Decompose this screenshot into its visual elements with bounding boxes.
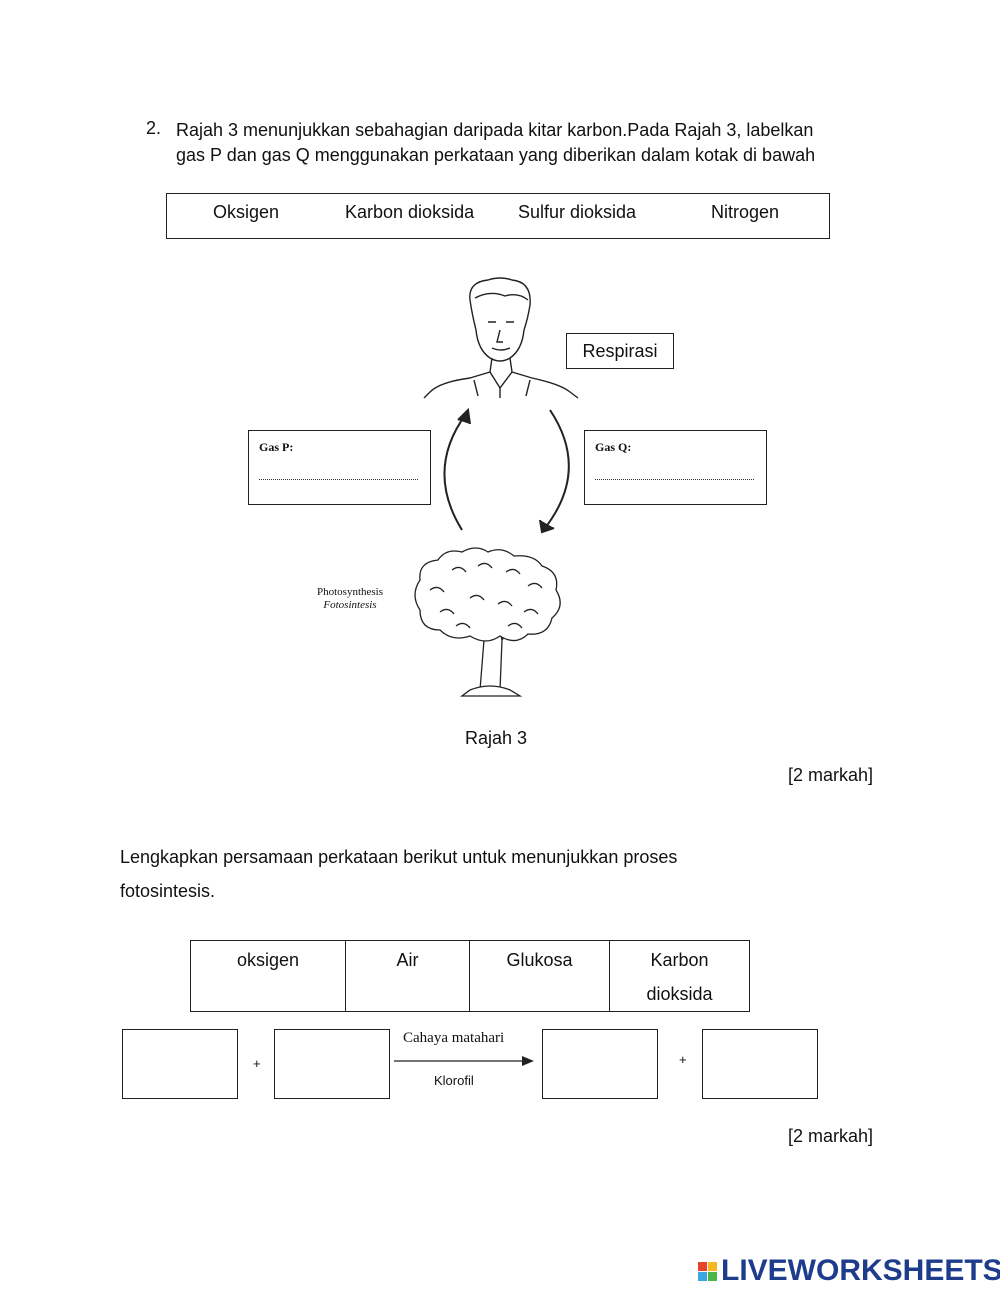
word-option-karbon: Karbon (650, 950, 709, 970)
instruction-line-2: fotosintesis. (120, 881, 216, 901)
plus-sign-2: + (679, 1052, 687, 1067)
word-bank-box: Oksigen Karbon dioksida Sulfur dioksida … (166, 193, 830, 239)
word-option-air: Air (345, 940, 470, 1012)
reactant-1-box[interactable] (122, 1029, 238, 1099)
photosynthesis-en: Photosynthesis (316, 586, 383, 598)
condition-sunlight: Cahaya matahari (403, 1030, 505, 1046)
word-option-oksigen: Oksigen (213, 202, 280, 222)
word-option-dioksida: dioksida (646, 984, 713, 1004)
gas-p-answer-line (259, 479, 418, 480)
liveworksheets-logo: LIVEWORKSHEETS (698, 1254, 1000, 1287)
gas-p-answer-box[interactable]: Gas P: (248, 430, 431, 505)
diagram-caption: Rajah 3 (465, 728, 528, 748)
instruction-line-1: Lengkapkan persamaan perkataan berikut u… (120, 847, 678, 867)
logo-text: LIVEWORKSHEETS (721, 1254, 1000, 1287)
instruction-text: Lengkapkan persamaan perkataan berikut u… (120, 840, 760, 908)
person-illustration (423, 277, 579, 399)
marks-label-2: [2 markah] (788, 1126, 874, 1146)
word-option-nitrogen: Nitrogen (711, 202, 780, 222)
marks-label-1: [2 markah] (788, 765, 874, 785)
photosynthesis-ms: Fotosintesis (323, 599, 377, 611)
gas-q-answer-box[interactable]: Gas Q: (584, 430, 767, 505)
word-option-sulfur-dioksida: Sulfur dioksida (518, 202, 637, 222)
word-options-table: oksigen Air Glukosa Karbon dioksida (190, 940, 750, 1012)
word-option-karbon-dioksida: Karbon dioksida (345, 202, 475, 222)
product-1-box[interactable] (542, 1029, 658, 1099)
plus-sign-1: + (253, 1056, 261, 1071)
question-number: 2. (146, 118, 162, 138)
question-text: Rajah 3 menunjukkan sebahagian daripada … (176, 118, 896, 168)
arrow-to-person (443, 407, 471, 531)
word-option-karbon-dioksida: Karbon dioksida (609, 940, 750, 1012)
respirasi-label: Respirasi (566, 333, 674, 369)
word-option-glukosa: Glukosa (469, 940, 610, 1012)
arrow-to-tree (539, 409, 570, 534)
reactant-2-box[interactable] (274, 1029, 390, 1099)
photosynthesis-label: Photosynthesis Fotosintesis (300, 586, 400, 612)
product-2-box[interactable] (702, 1029, 818, 1099)
reaction-arrow (394, 1056, 534, 1066)
carbon-cycle-diagram (414, 277, 579, 697)
word-option-oksigen: oksigen (190, 940, 346, 1012)
tree-illustration (414, 547, 561, 697)
condition-chlorophyll: Klorofil (434, 1073, 474, 1088)
gas-q-answer-line (595, 479, 754, 480)
question-line-2: gas P dan gas Q menggunakan perkataan ya… (176, 145, 816, 165)
gas-p-label: Gas P: (259, 440, 294, 454)
question-line-1: Rajah 3 menunjukkan sebahagian daripada … (176, 120, 814, 140)
gas-q-label: Gas Q: (595, 440, 632, 454)
logo-blocks-icon (698, 1261, 717, 1281)
